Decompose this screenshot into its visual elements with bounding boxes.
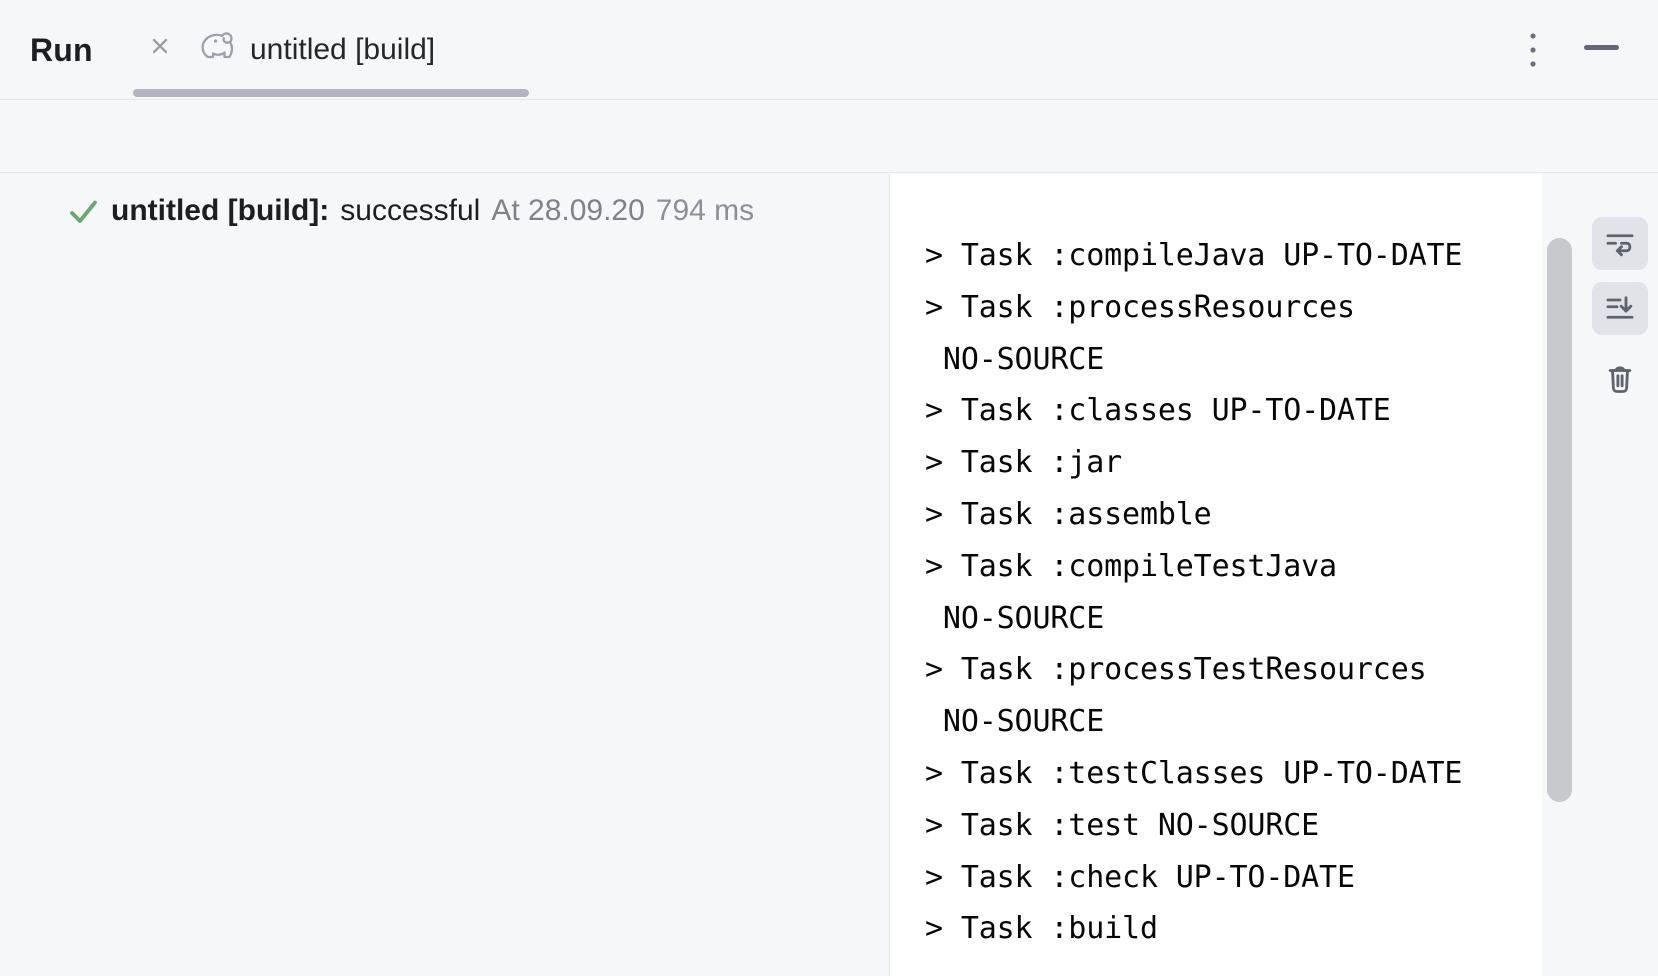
close-icon bbox=[152, 38, 168, 54]
console-line: > Task :classes UP-TO-DATE bbox=[925, 393, 1391, 429]
console-line: NO-SOURCE bbox=[925, 600, 1105, 636]
trash-icon bbox=[1608, 366, 1632, 393]
build-name: untitled [build]: bbox=[111, 194, 330, 227]
console-line: > Task :test NO-SOURCE bbox=[925, 807, 1320, 843]
build-results-panel: untitled [build]: successful At 28.09.20… bbox=[0, 174, 889, 976]
soft-wrap-button[interactable] bbox=[1592, 217, 1648, 270]
success-checkmark-icon bbox=[70, 200, 97, 223]
scroll-to-end-button[interactable] bbox=[1592, 282, 1648, 335]
active-tab-indicator bbox=[133, 89, 529, 97]
console-line: > Task :testClasses UP-TO-DATE bbox=[925, 755, 1463, 791]
console-line: > Task :compileTestJava bbox=[925, 548, 1337, 584]
close-tab-icon[interactable] bbox=[146, 32, 174, 60]
console-line: > Task :assemble bbox=[925, 496, 1212, 532]
build-status: successful bbox=[340, 194, 481, 227]
minimize-icon bbox=[1583, 44, 1619, 50]
console-line: > Task :check UP-TO-DATE bbox=[925, 859, 1355, 895]
console-line: > Task :processTestResources bbox=[925, 652, 1427, 688]
tab-label[interactable]: untitled [build] bbox=[250, 33, 436, 66]
console-line: > Task :compileJava UP-TO-DATE bbox=[925, 238, 1463, 273]
gradle-icon bbox=[198, 26, 244, 66]
soft-wrap-icon bbox=[1606, 233, 1634, 256]
build-timestamp: At 28.09.20 bbox=[491, 194, 645, 227]
console-line: > Task :processResources bbox=[925, 289, 1355, 325]
console-side-panel bbox=[1542, 174, 1658, 976]
run-toolbar bbox=[0, 101, 1658, 265]
console-scrollbar[interactable] bbox=[1547, 238, 1572, 802]
build-duration: 794 ms bbox=[655, 194, 755, 227]
header-more-options-icon[interactable] bbox=[1517, 24, 1549, 76]
console-line: > Task :build bbox=[925, 911, 1158, 947]
kebab-icon bbox=[1530, 33, 1536, 67]
scroll-to-end-icon bbox=[1606, 295, 1634, 319]
hide-tool-window-icon[interactable] bbox=[1578, 24, 1624, 70]
clear-console-button[interactable] bbox=[1592, 354, 1648, 402]
console-line: > Task :jar bbox=[925, 445, 1123, 481]
tool-window-header: Run untitled [build] bbox=[0, 0, 1658, 100]
tool-window-title: Run bbox=[30, 31, 93, 68]
console-output[interactable]: > Task :compileJava UP-TO-DATE > Task :pr… bbox=[889, 174, 1542, 976]
console-line: NO-SOURCE bbox=[925, 704, 1105, 740]
run-content: untitled [build]: successful At 28.09.20… bbox=[0, 174, 1658, 976]
build-summary-row[interactable]: untitled [build]: successful At 28.09.20… bbox=[66, 194, 754, 228]
console-line: NO-SOURCE bbox=[925, 341, 1105, 377]
